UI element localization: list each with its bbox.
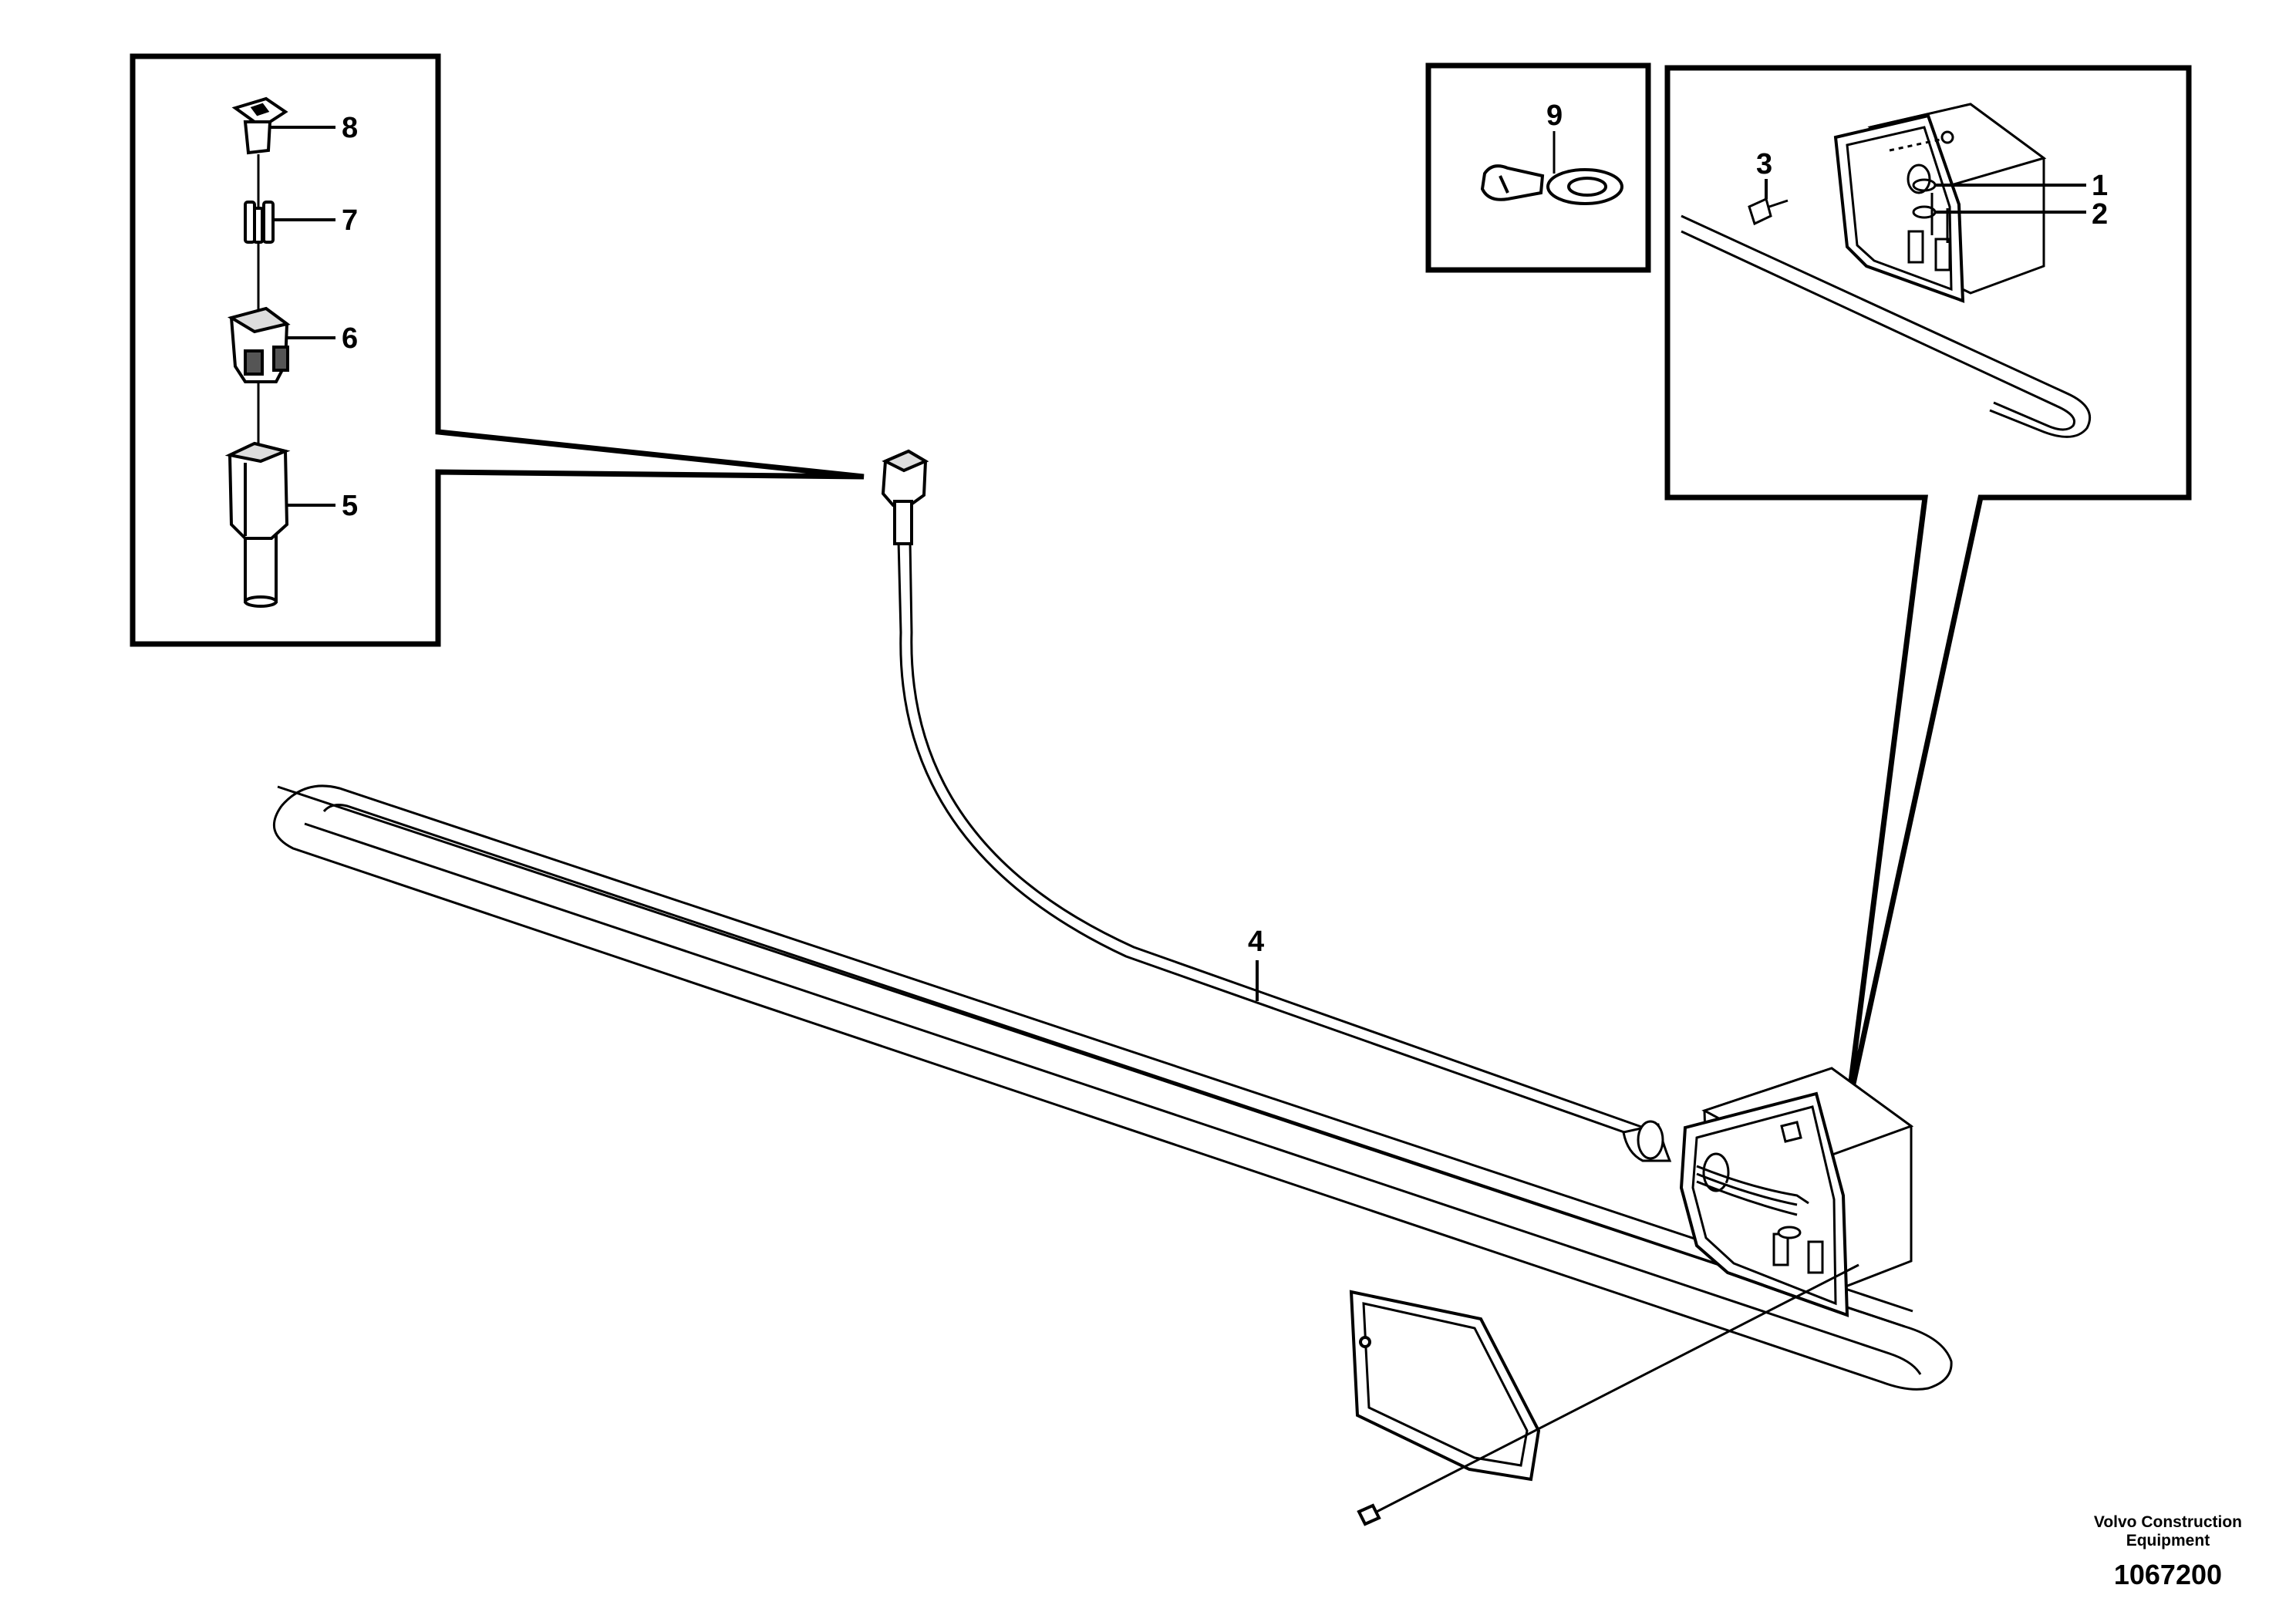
connector-exploded-parts xyxy=(224,96,291,608)
drawing-footer: Volvo Construction Equipment 1067200 xyxy=(2094,1513,2242,1592)
callout-8: 8 xyxy=(342,112,358,144)
callout-1: 1 xyxy=(2092,170,2108,202)
connector-detail-box xyxy=(130,53,865,647)
callout-4: 4 xyxy=(1248,926,1264,958)
callout-2: 2 xyxy=(2092,198,2108,231)
heater-box-leader-lines xyxy=(1765,179,2086,214)
connector-boot-part-5 xyxy=(224,441,291,608)
secondary-lock-part-8 xyxy=(231,96,288,155)
heater-box-detail-box xyxy=(1664,65,2192,1113)
callout-6: 6 xyxy=(342,322,358,355)
company-name-line-2: Equipment xyxy=(2126,1532,2210,1549)
cable-part-4 xyxy=(897,539,1657,1143)
connector-on-cable xyxy=(881,449,929,545)
callout-labels: 1 2 3 4 5 6 7 8 9 xyxy=(342,99,2108,958)
connector-housing-part-6 xyxy=(227,306,291,383)
drawing-number: 1067200 xyxy=(2113,1559,2223,1590)
callout-3: 3 xyxy=(1756,148,1772,180)
heater-junction-box xyxy=(1622,1067,1914,1317)
callout-7: 7 xyxy=(342,204,358,237)
terminal-pins-part-7 xyxy=(244,201,275,244)
heating-element-main xyxy=(273,784,1953,1391)
callout-5: 5 xyxy=(342,490,358,522)
terminal-detail-box xyxy=(1425,62,1651,273)
company-name-line-1: Volvo Construction xyxy=(2093,1513,2242,1531)
junction-box-cover xyxy=(1349,1263,1859,1526)
ring-terminal-part-9 xyxy=(1480,131,1623,205)
heater-box-detail-drawing xyxy=(1681,103,2092,438)
callout-9: 9 xyxy=(1546,99,1563,132)
connector-leader-lines xyxy=(268,126,335,507)
